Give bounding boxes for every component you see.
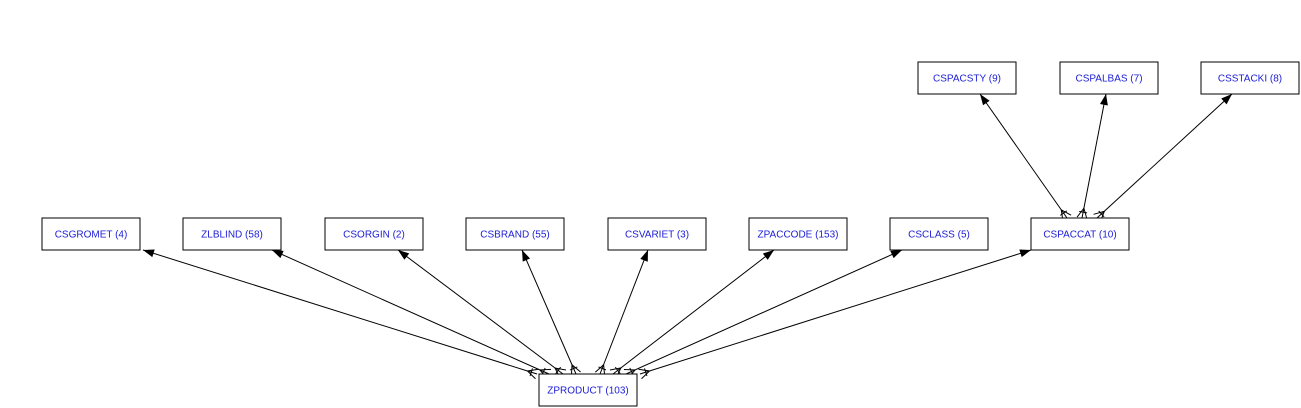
crows-foot-bar [1059,210,1068,216]
entity-label: CSPACCAT (10) [1043,230,1116,241]
edge-zproduct-csvariet [595,249,649,376]
entity-label: ZLBLIND (58) [201,230,263,241]
entity-node-zproduct[interactable]: ZPRODUCT (103) [538,373,638,407]
arrowhead-icon [143,249,155,258]
entity-node-cspaccat[interactable]: CSPACCAT (10) [1030,217,1130,251]
crows-foot-bar [569,366,578,371]
edge-line [142,249,538,375]
arrowhead-icon [1099,94,1108,106]
crows-foot-bar [614,366,621,374]
arrowhead-icon [762,250,774,260]
entity-node-csgromet[interactable]: CSGROMET (4) [41,217,141,251]
edge-line [612,249,775,375]
entity-box [465,217,565,251]
entity-label: CSORGIN (2) [343,230,405,241]
arrowhead-icon [522,250,531,262]
crows-foot-icon [1076,207,1088,220]
entity-node-zpaccode[interactable]: ZPACCODE (153) [748,217,848,251]
entity-box [41,217,141,251]
edge-line [397,249,564,375]
entity-box [1200,61,1300,95]
entity-node-csclass[interactable]: CSCLASS (5) [889,217,989,251]
entity-label: CSGROMET (4) [55,230,128,241]
edge-line [979,93,1068,219]
edge-cspaccat-cspalbas [1076,93,1108,220]
crows-foot-icon [595,363,606,376]
arrowhead-icon [980,94,990,106]
entity-node-cspalbas[interactable]: CSPALBAS (7) [1059,61,1159,95]
entity-label: CSSTACKI (8) [1218,74,1282,85]
entity-box [324,217,424,251]
edge-line [639,249,1032,375]
arrowhead-icon [640,250,648,262]
crows-foot-bar [555,366,562,374]
entity-box [1059,61,1159,95]
entity-box [748,217,848,251]
arrowhead-icon [272,250,284,259]
edge-line [1096,93,1233,219]
edge-zproduct-csgromet [142,249,539,380]
entity-box [917,61,1017,95]
edge-line [599,249,649,375]
edge-cspaccat-csstacki [1093,93,1233,222]
arrowhead-icon [398,250,410,260]
nodes-layer: CSGROMET (4) ZLBLIND (58) CSORGIN (2) CSBRA… [41,61,1300,407]
arrowhead-icon [890,250,902,259]
edge-zproduct-csbrand [521,249,581,377]
entity-box [607,217,707,251]
crows-foot-bar [598,366,607,371]
arrowhead-icon [1019,249,1031,258]
entity-box [538,373,638,407]
entity-label: CSCLASS (5) [908,230,970,241]
crows-foot-icon [570,363,581,377]
crows-foot-bar [1079,210,1088,214]
edge-zproduct-zlblind [271,249,552,379]
edge-zproduct-zpaccode [609,249,775,379]
entity-label: CSPACSTY (9) [933,74,1001,85]
edge-zproduct-csclass [623,249,903,379]
edge-line [271,249,550,375]
edge-line [625,249,903,375]
crows-foot-bar [1098,210,1105,218]
crows-foot-bar [644,368,648,377]
edge-zproduct-csorgin [397,249,567,379]
edge-cspaccat-cspacsty [979,93,1072,221]
entity-node-zlblind[interactable]: ZLBLIND (58) [182,217,282,251]
crows-foot-icon [638,368,651,380]
crows-foot-icon [1060,208,1072,221]
entity-label: CSVARIET (3) [625,230,689,241]
edge-line [1081,93,1107,219]
entity-box [1030,217,1130,251]
entity-box [182,217,282,251]
arrowhead-icon [1221,94,1232,105]
crows-foot-bar [529,368,533,377]
entity-label: ZPRODUCT (103) [547,386,629,397]
entity-node-csorgin[interactable]: CSORGIN (2) [324,217,424,251]
entity-node-csstacki[interactable]: CSSTACKI (8) [1200,61,1300,95]
edge-zproduct-cspaccat [638,249,1032,380]
entity-node-cspacsty[interactable]: CSPACSTY (9) [917,61,1017,95]
entity-node-csvariet[interactable]: CSVARIET (3) [607,217,707,251]
entity-label: CSBRAND (55) [480,230,549,241]
entity-label: ZPACCODE (153) [758,230,839,241]
entity-label: CSPALBAS (7) [1075,74,1142,85]
crows-foot-icon [526,368,539,380]
entity-node-csbrand[interactable]: CSBRAND (55) [465,217,565,251]
edge-line [521,249,577,375]
entity-box [889,217,989,251]
